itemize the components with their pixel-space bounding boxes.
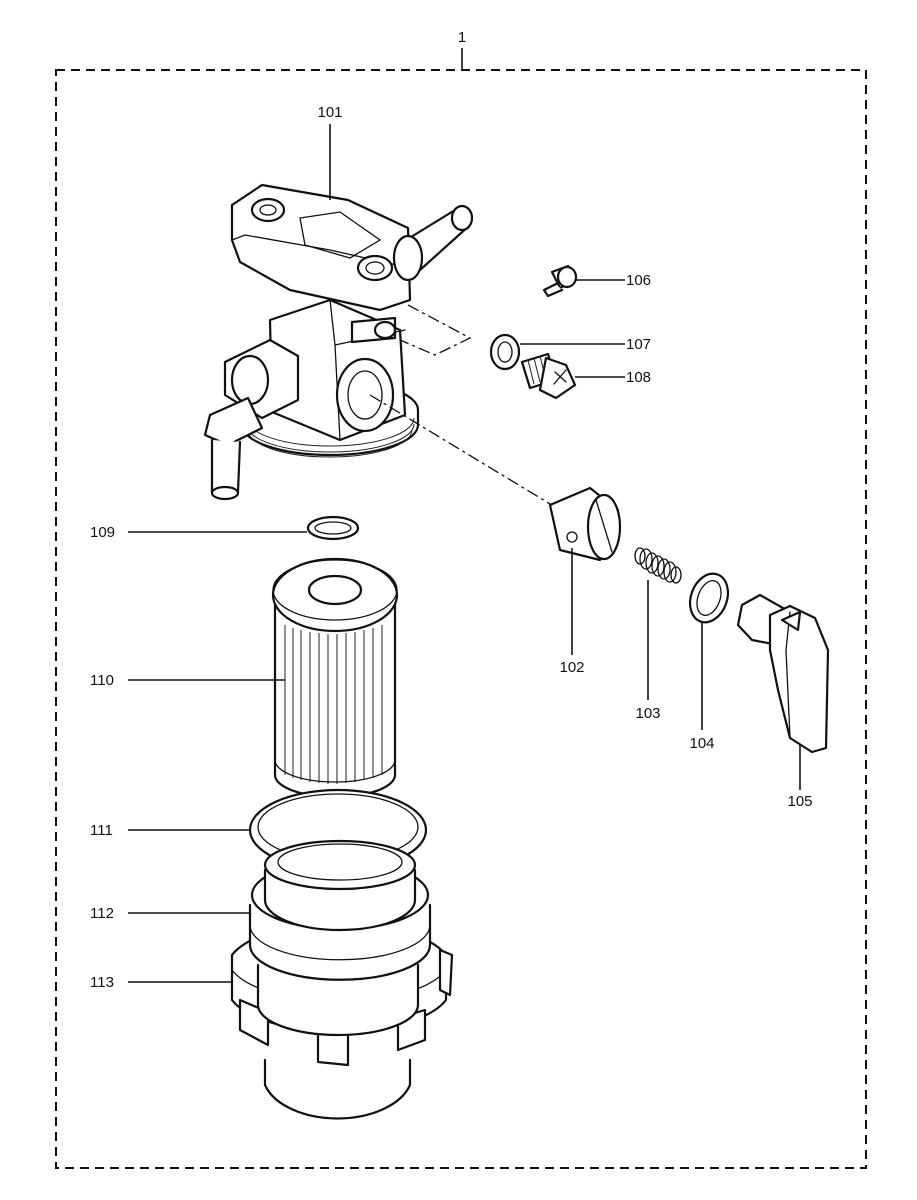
callout-112: 112 bbox=[90, 905, 114, 922]
callout-101: 101 bbox=[317, 104, 342, 121]
part-103-spring bbox=[634, 547, 682, 584]
callout-113: 113 bbox=[90, 974, 114, 991]
callout-111: 111 bbox=[90, 822, 113, 839]
part-110-filter-element bbox=[271, 557, 399, 799]
part-104-o-ring bbox=[688, 572, 730, 624]
callout-104: 104 bbox=[689, 735, 714, 752]
part-108-bolt bbox=[520, 352, 577, 400]
callout-105: 105 bbox=[787, 793, 812, 810]
part-113-bowl-and-ring-nut bbox=[230, 922, 454, 1120]
callout-108: 108 bbox=[626, 369, 651, 386]
assembly-frame: 1 bbox=[55, 29, 867, 1169]
part-105-lever bbox=[736, 593, 830, 754]
part-109-o-ring bbox=[306, 515, 360, 541]
callout-106: 106 bbox=[626, 272, 651, 289]
callout-109: 109 bbox=[90, 524, 115, 541]
callout-102: 102 bbox=[559, 659, 584, 676]
part-102-cock-plug bbox=[548, 486, 622, 562]
callout-107: 107 bbox=[626, 336, 651, 353]
guide-line-screw bbox=[399, 304, 472, 356]
assembly-number-label: 1 bbox=[458, 29, 466, 46]
part-112-case bbox=[248, 839, 432, 981]
callout-110: 110 bbox=[90, 672, 114, 689]
guide-line-cock bbox=[369, 394, 561, 511]
callout-103: 103 bbox=[635, 705, 660, 722]
part-106-screw bbox=[542, 264, 578, 298]
part-101-filter-head bbox=[203, 183, 474, 501]
part-107-washer bbox=[489, 333, 521, 371]
